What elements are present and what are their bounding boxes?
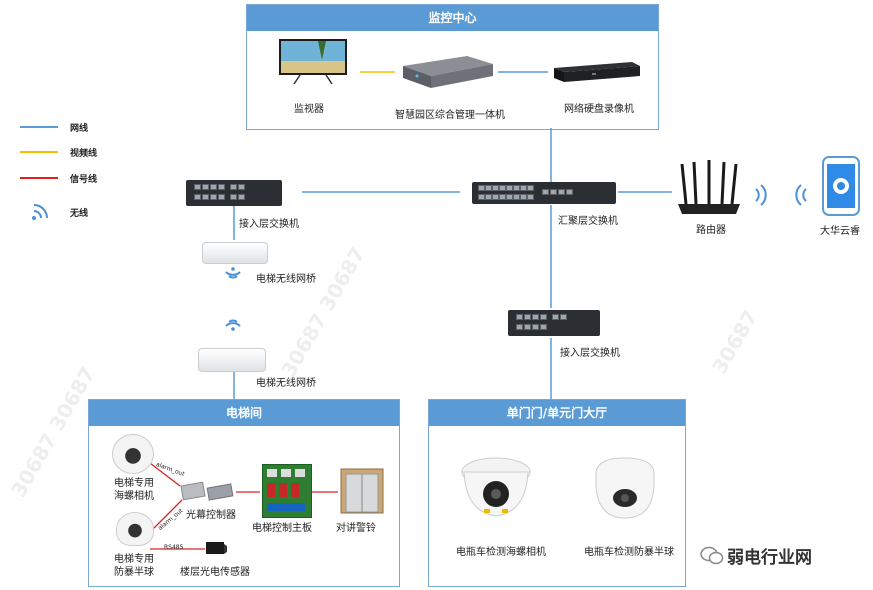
elevator-camera-label-line1: 电梯专用 [114,478,154,489]
floor-sensor-label: 楼层光电传感器 [180,567,250,578]
ebike-dome-icon [592,456,658,520]
elevator-dome-label-line2: 防暴半球 [114,567,154,578]
intercom-icon [340,468,384,514]
nvr-label: 网络硬盘录像机 [564,104,634,115]
monitor-center-title: 监控中心 [247,5,658,31]
monitor-icon [278,38,348,85]
cloud-app-label: 大华云睿 [820,226,860,237]
mgmt-machine-icon [397,50,497,92]
intercom-label: 对讲警铃 [336,523,376,534]
agg-switch-icon [472,182,616,204]
bridge-2-icon [198,348,266,372]
wireless-icon [222,312,244,332]
elevator-room-title: 电梯间 [89,400,399,426]
legend-video-line [20,151,58,153]
elevator-camera-icon [112,434,154,474]
access-switch-1-icon [186,180,282,206]
legend-signal-line [20,177,58,179]
nvr-icon [552,58,642,86]
monitor-label: 监视器 [294,104,324,115]
legend-signal-label: 信号线 [70,175,98,185]
router-icon [674,160,744,218]
elevator-dome-icon [116,512,154,546]
light-curtain-label: 光幕控制器 [186,510,236,521]
floor-sensor-icon [204,538,228,558]
router-label: 路由器 [696,225,726,236]
line-cam-curtain [145,459,181,487]
ebike-dome-label: 电瓶车检测防暴半球 [584,547,674,558]
legend-video-label: 视频线 [70,149,98,159]
ebike-camera-label: 电瓶车检测海螺相机 [456,547,546,558]
elevator-board-label: 电梯控制主板 [252,523,312,534]
access-switch-2-icon [508,310,600,336]
wireless-icon [222,266,244,286]
wireless-arc-icon [752,182,772,208]
legend-wireless-icon [28,198,54,224]
elevator-board-icon [262,464,312,518]
entrance-title: 单门门/单元门大厅 [429,400,685,426]
bridge-1-label: 电梯无线网桥 [256,274,316,285]
access-switch-2-label: 接入层交换机 [560,348,620,359]
agg-switch-label: 汇聚层交换机 [558,216,618,227]
light-curtain-icon [180,481,236,502]
bridge-1-icon [202,242,268,264]
mgmt-label: 智慧园区综合管理一体机 [395,110,505,121]
legend-network-line [20,126,58,128]
legend-wireless-label: 无线 [70,209,89,219]
brand-label: 弱电行业网 [727,548,812,568]
wireless-arc-icon [790,182,810,208]
bridge-2-label: 电梯无线网桥 [256,378,316,389]
rs485-label: RS485 [164,544,184,551]
phone-app-icon [822,156,860,216]
legend-network-label: 网线 [70,124,89,134]
elevator-camera-label-line2: 海螺相机 [114,491,154,502]
access-switch-1-label: 接入层交换机 [239,219,299,230]
wechat-icon [700,546,724,566]
elevator-dome-label-line1: 电梯专用 [114,554,154,565]
ebike-camera-icon [460,454,532,520]
